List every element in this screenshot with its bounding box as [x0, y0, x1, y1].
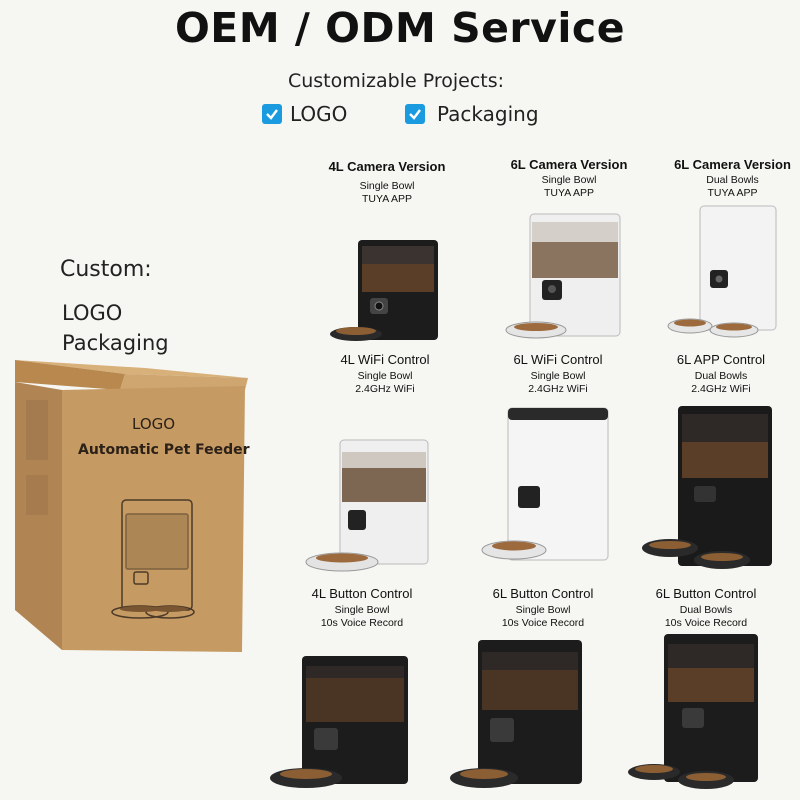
checkbox-checked-icon	[262, 104, 282, 124]
feeder-image	[270, 656, 408, 788]
product-label: 6L Button Control Dual Bowls 10s Voice R…	[655, 586, 757, 629]
product-label: 6L WiFi Control Single Bowl 2.4GHz WiFi	[513, 352, 603, 395]
product-label: 4L WiFi Control Single Bowl 2.4GHz WiFi	[340, 352, 430, 395]
packaging-box-image	[15, 360, 248, 652]
feeder-image	[667, 205, 777, 338]
checkbox-checked-icon	[405, 104, 425, 124]
product-label: 4L Button Control Single Bowl 10s Voice …	[311, 586, 413, 629]
feeder-image	[642, 406, 772, 569]
option-label: Packaging	[437, 102, 539, 126]
feeder-image	[330, 240, 438, 341]
product-label: 4L Camera Version Single Bowl TUYA APP	[328, 159, 446, 205]
feeder-image	[481, 407, 609, 561]
option-packaging: Packaging	[405, 102, 539, 126]
option-logo: LOGO	[262, 102, 347, 126]
product-label: 6L Camera Version Dual Bowls TUYA APP	[674, 157, 791, 199]
box-logo-text: LOGO	[132, 415, 176, 433]
feeder-image	[450, 640, 582, 788]
custom-item: LOGO	[62, 301, 123, 325]
custom-title: Custom:	[60, 257, 152, 282]
custom-list: Custom: LOGO Packaging	[60, 255, 169, 358]
page-title: OEM / ODM Service	[174, 4, 626, 52]
product-label: 6L Camera Version Single Bowl TUYA APP	[510, 157, 628, 199]
feeder-image	[305, 439, 429, 572]
option-label: LOGO	[290, 102, 348, 126]
feeder-image	[505, 213, 621, 339]
page-subtitle: Customizable Projects:	[287, 70, 505, 92]
custom-item: Packaging	[62, 331, 169, 355]
feeder-image	[628, 634, 758, 789]
box-product-name: Automatic Pet Feeder	[78, 442, 250, 458]
product-label: 6L Button Control Single Bowl 10s Voice …	[492, 586, 594, 629]
product-label: 6L APP Control Dual Bowls 2.4GHz WiFi	[676, 352, 766, 395]
